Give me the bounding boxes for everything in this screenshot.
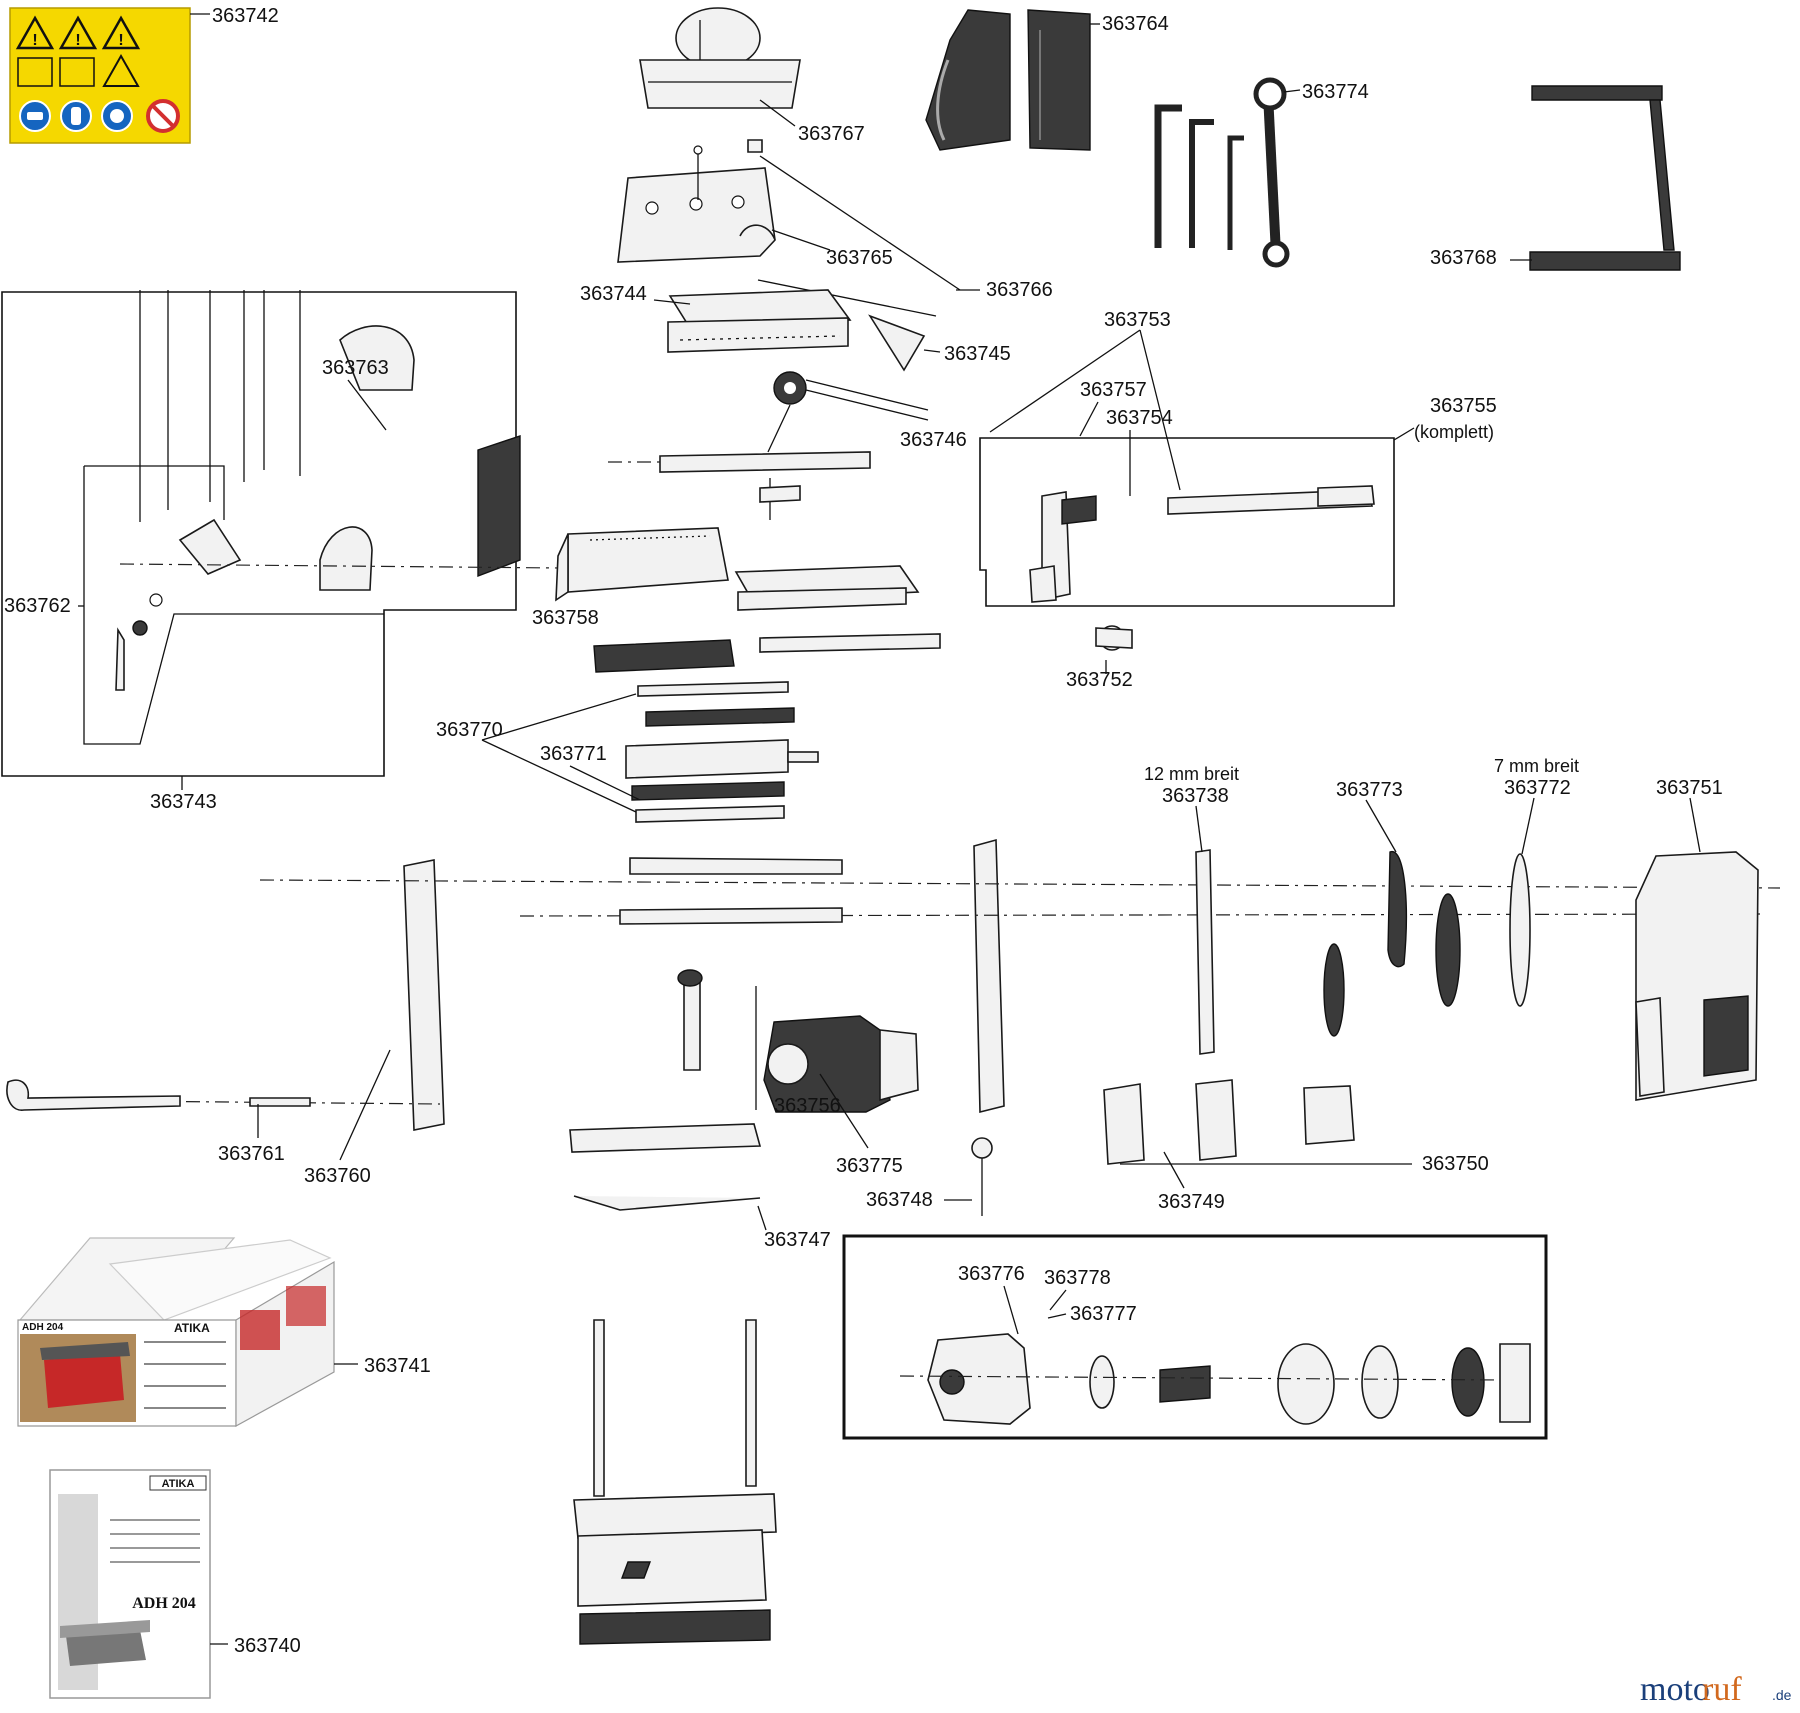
part-label-363764: 363764 [1102,13,1169,35]
part-label-363756: 363756 [774,1095,841,1117]
part-label-363773: 363773 [1336,779,1403,801]
part-label-363766: 363766 [986,279,1053,301]
part-label-363740: 363740 [234,1635,301,1657]
box-brand-text: ATIKA [174,1321,210,1335]
height-adjust-spindle-part [608,371,871,520]
mounting-frame-part [1529,85,1681,271]
box-model-text: ADH 204 [22,1322,64,1333]
motor-part [677,969,919,1113]
part-label-363749: 363749 [1158,1191,1225,1213]
part-label-363752: 363752 [1066,669,1133,691]
part-label-363746: 363746 [900,429,967,451]
tool-set-part [1154,77,1290,268]
part-label-363755: 363755 [1430,395,1497,417]
part-label-363745: 363745 [944,343,1011,365]
manual-model-text: ADH 204 [132,1595,196,1612]
part-label-363738-note: 12 mm breit [1144,764,1239,784]
watermark-part3: .de [1772,1687,1792,1703]
part-label-363747: 363747 [764,1229,831,1251]
stand-frame-part [569,1123,777,1645]
part-label-363742: 363742 [212,5,279,27]
part-label-363765: 363765 [826,247,893,269]
infeed-fence-assembly-box [1,290,561,777]
warning-label-sticker: ! ! ! [9,7,191,144]
operating-manual-image: ATIKA ADH 204 [49,1469,211,1699]
part-label-363750: 363750 [1422,1153,1489,1175]
part-label-363772: 363772 [1504,777,1571,799]
prohibition-sign-icon [146,99,180,133]
part-label-363744: 363744 [580,283,647,305]
part-label-363771: 363771 [540,743,607,765]
part-label-363738: 363738 [1162,785,1229,807]
part-label-363751: 363751 [1656,777,1723,799]
part-label-363754: 363754 [1106,407,1173,429]
part-label-363741: 363741 [364,1355,431,1377]
svg-text:!: ! [32,32,37,49]
part-label-363753: 363753 [1104,309,1171,331]
planer-table-plate-part [667,289,926,372]
part-label-363774: 363774 [1302,81,1369,103]
watermark-part1: moto [1640,1671,1710,1708]
part-label-363776: 363776 [958,1263,1025,1285]
part-label-363768: 363768 [1430,247,1497,269]
main-chassis-part [6,838,1781,1131]
thickness-table-part [555,527,941,673]
part-label-363767: 363767 [798,123,865,145]
part-label-363748: 363748 [866,1189,933,1211]
part-label-363778: 363778 [1044,1267,1111,1289]
toothed-belt-part [1387,851,1408,968]
fence-assembly-box [979,437,1395,651]
guard-cover-part [617,139,776,263]
part-label-363763: 363763 [322,357,389,379]
pulley-wheel-part [1323,853,1531,1037]
part-label-363775: 363775 [836,1155,903,1177]
watermark-part2: ruf [1702,1671,1742,1708]
part-label-363777: 363777 [1070,1303,1137,1325]
switch-box-part [971,1079,1355,1216]
chip-hood-part [639,7,801,109]
part-label-363760: 363760 [304,1165,371,1187]
part-label-363757: 363757 [1080,379,1147,401]
part-label-363758: 363758 [532,607,599,629]
svg-text:!: ! [118,32,123,49]
product-box-image: ATIKA ADH 204 [17,1237,335,1428]
drive-belt-part [1195,849,1215,1055]
part-label-363762: 363762 [4,595,71,617]
motor-detail-box [842,1234,1548,1440]
push-block-part [925,9,1091,151]
mandatory-sign-icons [19,100,133,132]
svg-text:!: ! [75,32,80,49]
part-label-363743: 363743 [150,791,217,813]
part-label-363770: 363770 [436,719,503,741]
part-label-363755-note: (komplett) [1414,422,1494,442]
motoruf-watermark-logo: moto ruf .de [1640,1671,1792,1708]
part-label-363772-note: 7 mm breit [1494,756,1579,776]
side-cover-part [1635,851,1759,1101]
part-label-363761: 363761 [218,1143,285,1165]
cutter-block-part [625,681,819,823]
manual-brand-text: ATIKA [162,1478,195,1490]
warning-triangle-icon: ! ! ! [15,15,141,50]
